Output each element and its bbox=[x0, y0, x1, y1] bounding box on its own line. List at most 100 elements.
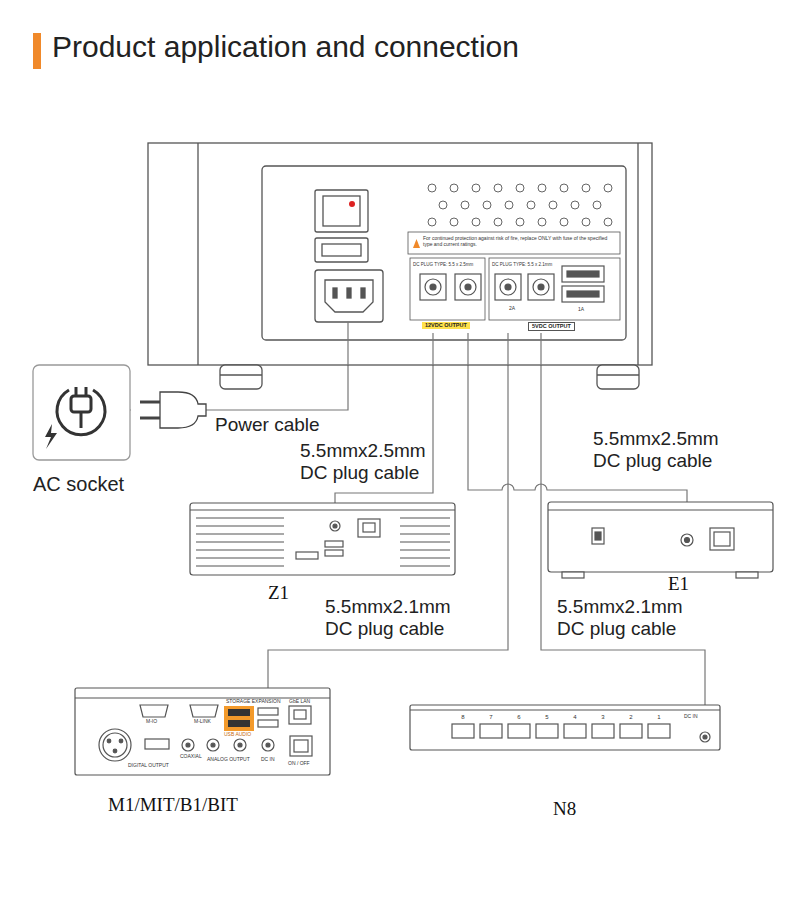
dc-output-jack bbox=[460, 279, 476, 295]
e1-enclosure bbox=[592, 528, 604, 544]
m1-enclosure bbox=[266, 743, 270, 747]
fuse-holder bbox=[315, 238, 368, 262]
e1-enclosure bbox=[548, 502, 773, 572]
m1-enclosure bbox=[145, 739, 169, 749]
plug-type-note: DC PLUG TYPE: 5.5 x 2.1mm bbox=[492, 262, 552, 267]
dc-output-jack bbox=[500, 279, 516, 295]
ac-socket-icon bbox=[33, 365, 130, 460]
vent-hole bbox=[571, 201, 579, 209]
output-group bbox=[410, 258, 485, 320]
title-bar bbox=[33, 33, 41, 69]
iec-inlet bbox=[325, 280, 373, 312]
port-label: ANALOG OUTPUT bbox=[207, 757, 250, 762]
vent-hole bbox=[516, 218, 524, 226]
n8-enclosure bbox=[452, 724, 474, 738]
n8-enclosure bbox=[508, 724, 530, 738]
dc-output-jack bbox=[420, 274, 446, 300]
n8-enclosure bbox=[648, 724, 670, 738]
usb-output bbox=[562, 266, 604, 302]
cable-stub bbox=[507, 333, 508, 365]
cable-label: 5.5mmx2.5mm DC plug cable bbox=[300, 440, 430, 484]
port-label: M-IO bbox=[146, 719, 157, 724]
device-name: AC socket bbox=[33, 472, 124, 496]
dc-output-jack bbox=[538, 284, 544, 290]
port-label: USB AUDIO bbox=[224, 732, 251, 737]
cable-stub bbox=[540, 333, 541, 365]
port-label: M-LINK bbox=[194, 719, 211, 724]
e1-enclosure bbox=[685, 538, 690, 543]
usb-output bbox=[562, 266, 604, 282]
power-switch bbox=[323, 196, 360, 226]
n8-enclosure bbox=[536, 724, 558, 738]
vent-hole bbox=[505, 201, 513, 209]
z1-device: Z1 bbox=[190, 503, 455, 575]
m1-enclosure bbox=[258, 720, 278, 727]
ac-socket-icon bbox=[71, 396, 91, 412]
ac-socket-icon bbox=[45, 424, 57, 449]
device-name: E1 bbox=[668, 573, 689, 596]
dc-output-jack bbox=[528, 274, 554, 300]
ac-socket: AC socket bbox=[33, 365, 130, 460]
device-name: Z1 bbox=[268, 582, 289, 605]
m1-enclosure bbox=[119, 739, 123, 743]
vent-hole bbox=[428, 184, 612, 226]
ac-socket-icon bbox=[80, 412, 83, 428]
n8-enclosure bbox=[564, 724, 586, 738]
fuse-warning: For continued protection against risk of… bbox=[423, 235, 615, 248]
chassis-foot bbox=[220, 365, 262, 389]
warning-box bbox=[408, 232, 620, 254]
current-rating: 1A bbox=[578, 306, 584, 312]
warning-box bbox=[413, 239, 420, 248]
vent-hole bbox=[604, 218, 612, 226]
z1-enclosure bbox=[196, 549, 284, 550]
vent-hole bbox=[494, 184, 502, 192]
vent-hole bbox=[604, 184, 612, 192]
output-label: 5VDC OUTPUT bbox=[528, 322, 575, 331]
power-plug bbox=[131, 405, 160, 415]
port-label: DC IN bbox=[261, 757, 275, 762]
vent-hole bbox=[450, 218, 458, 226]
e1-enclosure bbox=[710, 528, 734, 550]
usb-output bbox=[567, 291, 599, 297]
ac-socket-icon bbox=[33, 365, 130, 460]
chassis-foot bbox=[597, 365, 639, 389]
z1-enclosure bbox=[325, 541, 343, 547]
port-label: STORAGE EXPANSION bbox=[226, 699, 281, 704]
power-supply-chassis bbox=[148, 143, 652, 365]
vent-hole bbox=[516, 184, 524, 192]
cable-label: 5.5mmx2.1mm DC plug cable bbox=[557, 596, 691, 640]
cable-stub bbox=[347, 322, 348, 365]
dc-output-jack bbox=[495, 274, 521, 300]
usb-output bbox=[562, 286, 604, 302]
e1-enclosure bbox=[736, 572, 758, 578]
iec-inlet bbox=[315, 270, 383, 322]
m1-enclosure bbox=[211, 743, 215, 747]
power-switch bbox=[315, 190, 368, 232]
ac-socket-icon bbox=[75, 387, 78, 396]
power-plug bbox=[140, 401, 160, 404]
output-label: 12VDC OUTPUT bbox=[422, 322, 470, 329]
power-supply-chassis bbox=[197, 143, 198, 365]
chassis-foot bbox=[597, 374, 639, 375]
page-title: Product application and connection bbox=[52, 29, 519, 65]
z1-enclosure bbox=[333, 524, 337, 528]
vent-hole bbox=[538, 184, 546, 192]
cable-label: 5.5mmx2.5mm DC plug cable bbox=[593, 428, 723, 472]
output-group bbox=[410, 258, 620, 320]
z1-enclosure bbox=[196, 517, 284, 518]
z1-enclosure bbox=[400, 565, 450, 566]
current-rating: 2A bbox=[509, 305, 515, 311]
cable-stub bbox=[467, 333, 468, 365]
output-group bbox=[489, 258, 620, 320]
port-label: DIGITAL OUTPUT bbox=[128, 763, 169, 768]
port-label: DC IN bbox=[684, 714, 698, 719]
vent-hole bbox=[439, 201, 447, 209]
port-number: 1 bbox=[648, 714, 670, 720]
m1-enclosure bbox=[182, 739, 194, 751]
n8-enclosure bbox=[480, 724, 502, 738]
e1-enclosure bbox=[595, 532, 601, 540]
vent-hole bbox=[461, 201, 469, 209]
vent-hole bbox=[549, 201, 557, 209]
m1-enclosure bbox=[258, 708, 278, 715]
